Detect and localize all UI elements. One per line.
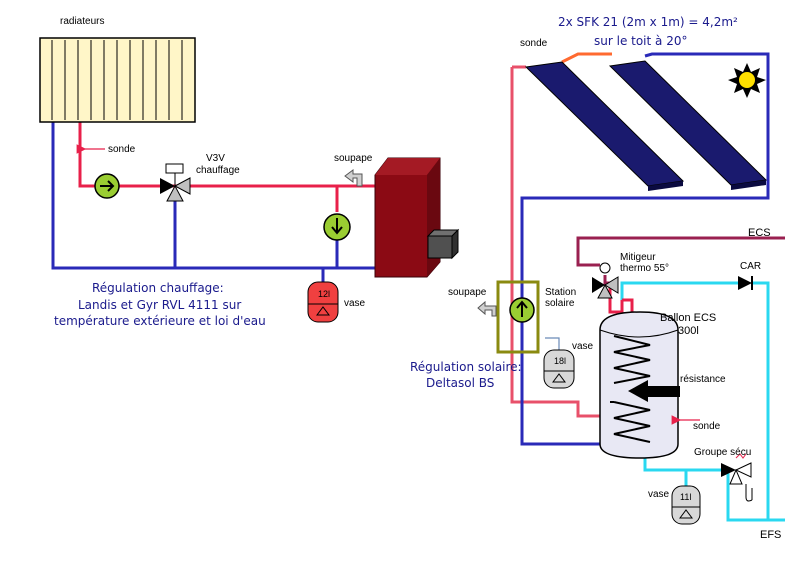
tank-to-mixer-pipe [608, 287, 624, 314]
cold-water-main-pipe [752, 281, 785, 522]
solar-return-pipe [520, 52, 770, 446]
cold-to-tank-pipe [643, 450, 768, 522]
heating-expansion-vessel [307, 281, 339, 323]
station-line2: solaire [545, 298, 575, 309]
cold-to-mixer-pipe [620, 281, 738, 300]
heating-pump-icon [94, 173, 120, 199]
solar-collector-2 [608, 60, 768, 190]
boiler-pump-icon [323, 213, 351, 241]
solar-sonde-label: sonde [520, 38, 548, 49]
tank-line1: Ballon ECS [660, 312, 716, 324]
solar-title-line1: 2x SFK 21 (2m x 1m) = 4,2m² [558, 15, 738, 29]
resistance-arrow-icon [628, 380, 680, 402]
solar-vessel-pipe [545, 337, 560, 350]
v3v-sublabel: chauffage [196, 165, 240, 176]
heating-relief-valve-icon [344, 169, 363, 187]
heating-soupape-label: soupape [334, 153, 373, 164]
solar-vessel-volume: 18l [554, 356, 566, 366]
ecs-hot-pipe [576, 236, 785, 267]
solar-title-line2: sur le toit à 20° [594, 34, 687, 48]
ecs-label: ECS [748, 227, 771, 239]
efs-label: EFS [760, 529, 781, 541]
three-way-valve-icon [160, 163, 191, 202]
radiators-label: radiateurs [60, 16, 104, 27]
sun-icon [728, 63, 766, 98]
solar-regulation-line2: Deltasol BS [426, 376, 494, 390]
heating-regulation-line1: Régulation chauffage: [92, 281, 224, 295]
mixer-line2: thermo 55° [620, 263, 669, 274]
heating-vessel-label: vase [344, 298, 366, 309]
mixer-valve-icon [592, 262, 619, 299]
solar-relief-valve-icon [477, 300, 497, 317]
heating-return-pipe [51, 120, 375, 270]
solar-station [496, 280, 540, 354]
heating-regulation-line2: Landis et Gyr RVL 4111 sur [78, 298, 241, 312]
dhw-expansion-vessel [671, 485, 701, 525]
security-group-icon [721, 453, 753, 502]
security-label: Groupe sécu [694, 447, 751, 458]
solar-collector-link-pipe [561, 52, 612, 64]
heating-circuit: radiateurs sonde V3V chauffage soupape [39, 16, 460, 328]
solar-circuit: sonde 2x SFK 21 (2m x 1m) = 4,2m² sur le… [410, 15, 770, 446]
resistance-label: résistance [680, 374, 726, 385]
heating-vessel-volume: 12l [318, 289, 330, 299]
solar-flow-pipe [510, 67, 610, 418]
tank-top-pipe [622, 298, 634, 312]
check-valve-icon [738, 276, 753, 290]
solar-vessel-label: vase [572, 341, 594, 352]
v3v-label: V3V [206, 153, 225, 164]
station-line1: Station [545, 287, 576, 298]
mixer-line1: Mitigeur [620, 252, 656, 263]
heating-flow-pipe [78, 120, 375, 188]
radiator [39, 37, 196, 123]
dhw-circuit: ECS EFS Mitigeur thermo 55° CAR Ballon E… [576, 227, 785, 541]
dhw-vessel-label: vase [648, 489, 670, 500]
tank-sonde-label: sonde [693, 421, 721, 432]
heating-regulation-line3: température extérieure et loi d'eau [54, 314, 266, 328]
tank-line2: 300l [678, 325, 699, 337]
dhw-vessel-volume: 11l [680, 492, 691, 502]
solar-collector-1 [524, 61, 685, 191]
car-label: CAR [740, 261, 761, 272]
solar-regulation-line1: Régulation solaire: [410, 360, 522, 374]
heating-sonde-label: sonde [108, 144, 136, 155]
boiler [374, 157, 460, 278]
solar-expansion-vessel [543, 349, 575, 389]
solar-soupape-label: soupape [448, 287, 487, 298]
